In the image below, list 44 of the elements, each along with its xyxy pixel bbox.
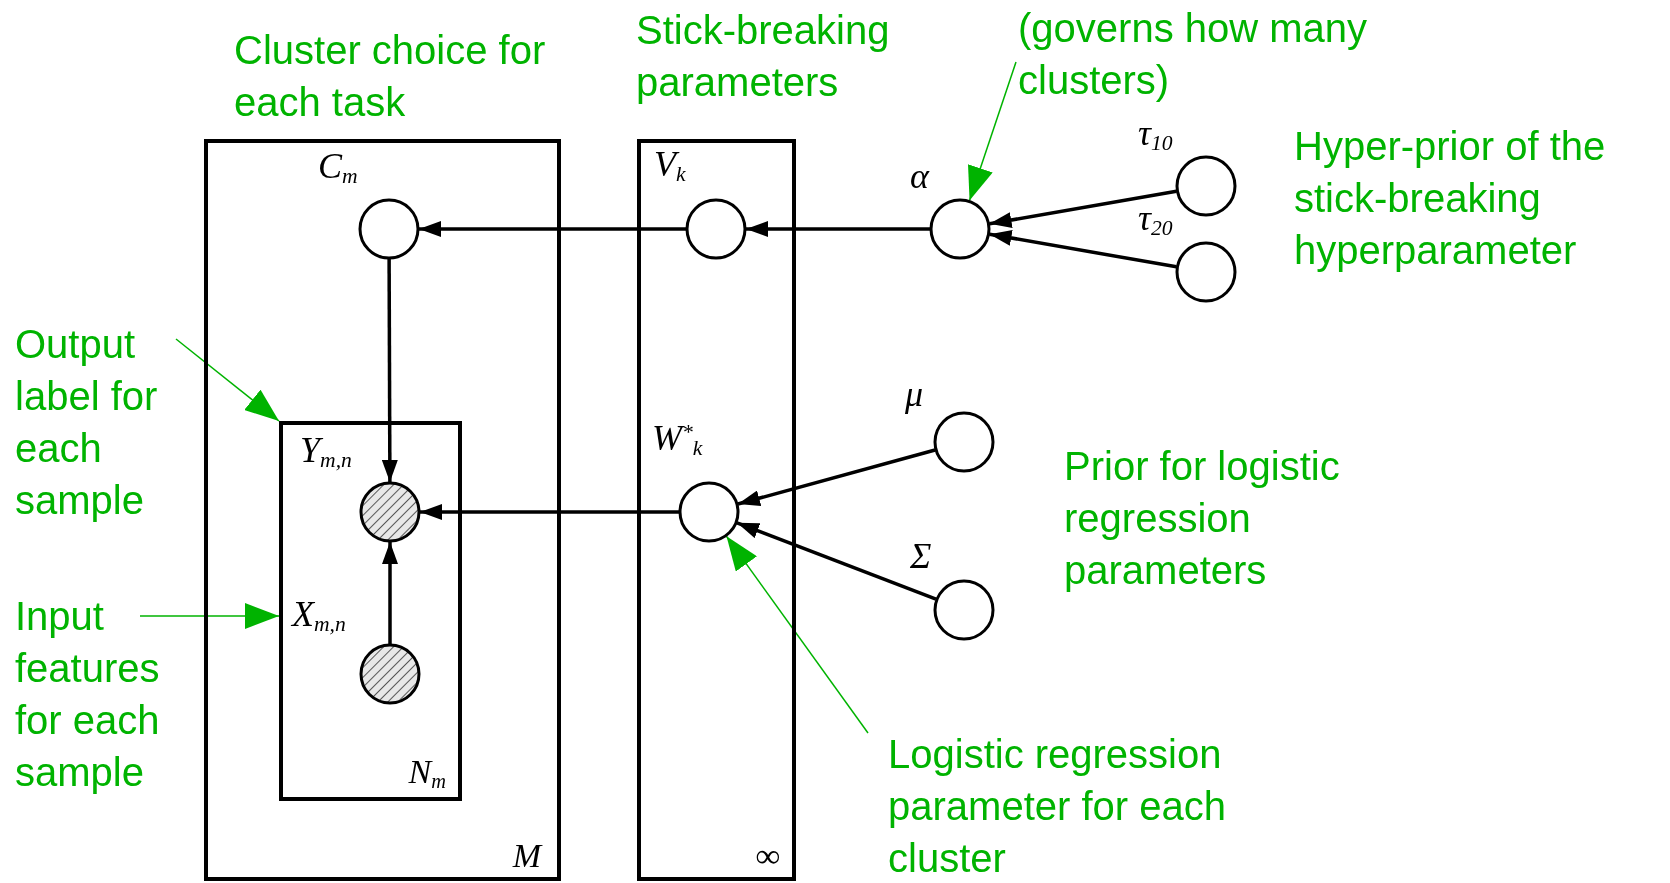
annotation-text: Logistic regression parameter for each cluster [888, 728, 1318, 883]
arrow [381, 259, 398, 482]
arrow [736, 521, 937, 601]
plate-box [204, 139, 561, 881]
arrow [989, 189, 1177, 228]
plate-label: ∞ [755, 839, 780, 873]
plate-box [637, 139, 796, 881]
annotation-text: (governs how many clusters) [1018, 2, 1438, 106]
leader-arrow [725, 535, 869, 734]
variable-label: τ$_{10}$ [1138, 115, 1173, 151]
variable-label: V$_{k}$ [654, 146, 686, 182]
observed-variable-node [358, 480, 422, 544]
variable-node [357, 197, 421, 261]
plate-label: M [512, 839, 541, 873]
observed-variable-node [358, 642, 422, 706]
variable-node [1174, 240, 1238, 304]
variable-node [677, 480, 741, 544]
variable-label: Σ [910, 538, 932, 574]
variable-node [932, 578, 996, 642]
plate-label: N$_{m}$ [408, 755, 446, 789]
leader-arrow [175, 338, 280, 422]
variable-node [1174, 154, 1238, 218]
variable-label: C$_{m}$ [318, 148, 358, 184]
plate-box [279, 421, 462, 801]
arrow [420, 504, 679, 520]
variable-node [684, 197, 748, 261]
variable-label: μ [905, 376, 924, 412]
variable-label: α [910, 158, 929, 194]
leader-arrow [968, 61, 1017, 202]
variable-node [928, 197, 992, 261]
arrow [746, 221, 930, 237]
annotation-text: Output label for each sample [15, 318, 195, 526]
arrow [419, 221, 686, 237]
leader-arrow [139, 603, 280, 629]
variable-label: τ$_{20}$ [1138, 200, 1173, 236]
annotation-text: Prior for logistic regression parameters [1064, 443, 1341, 594]
variable-node [932, 410, 996, 474]
annotation-text: Stick-breaking parameters [636, 7, 891, 106]
annotation-text: Cluster choice for each task [234, 27, 547, 126]
annotation-text: Input features for each sample [15, 590, 195, 798]
annotation-text: Hyper-prior of the stick-breaking hyperparameter [1294, 123, 1607, 274]
arrow [737, 448, 936, 506]
arrow [382, 542, 398, 644]
arrow [989, 230, 1177, 269]
